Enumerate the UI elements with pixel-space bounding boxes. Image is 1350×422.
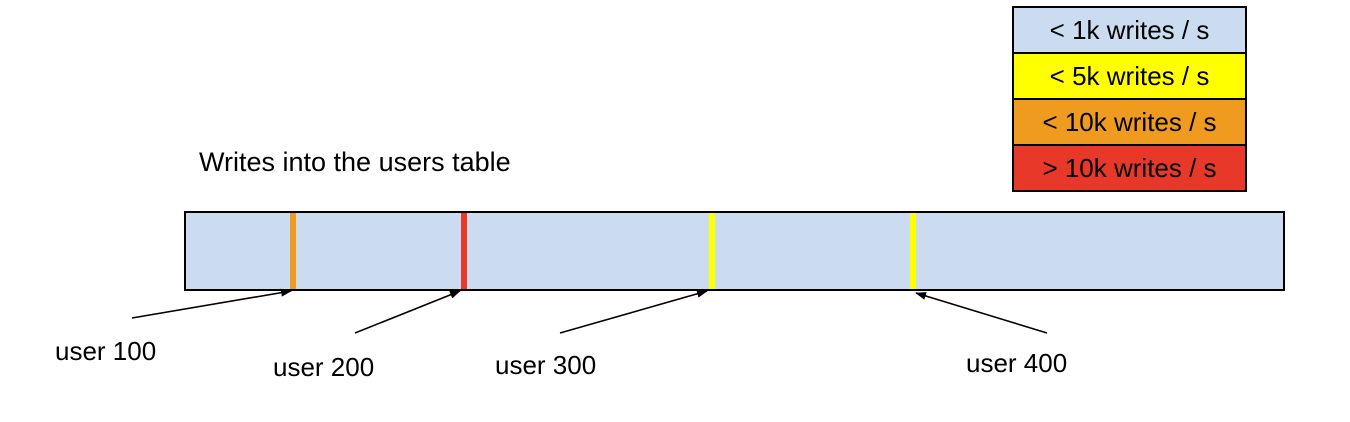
legend-item-lt-5k: < 5k writes / s: [1012, 52, 1247, 100]
hotspot-stripe-user-200: [461, 213, 467, 289]
hotspot-stripe-user-300: [709, 213, 715, 289]
legend: < 1k writes / s < 5k writes / s < 10k wr…: [1012, 6, 1247, 192]
legend-item-lt-10k: < 10k writes / s: [1012, 98, 1247, 146]
legend-item-label: > 10k writes / s: [1042, 153, 1217, 183]
legend-item-gt-10k: > 10k writes / s: [1012, 144, 1247, 192]
arrow-user-200: [354, 290, 461, 334]
legend-item-label: < 5k writes / s: [1049, 61, 1210, 91]
label-user-200: user 200: [273, 352, 375, 382]
label-user-400: user 400: [966, 348, 1068, 378]
users-table-bar: [184, 211, 1285, 291]
label-user-300: user 300: [495, 350, 597, 380]
legend-item-label: < 1k writes / s: [1049, 15, 1210, 45]
hotspot-stripe-user-400: [910, 213, 916, 289]
legend-item-label: < 10k writes / s: [1042, 107, 1217, 137]
label-user-100: user 100: [55, 336, 157, 366]
arrow-user-300: [559, 289, 708, 334]
hotspot-stripe-user-100: [290, 213, 296, 289]
diagram-title: Writes into the users table: [199, 147, 511, 177]
arrow-user-100: [131, 288, 292, 319]
arrow-user-400: [915, 292, 1048, 334]
legend-item-lt-1k: < 1k writes / s: [1012, 6, 1247, 54]
